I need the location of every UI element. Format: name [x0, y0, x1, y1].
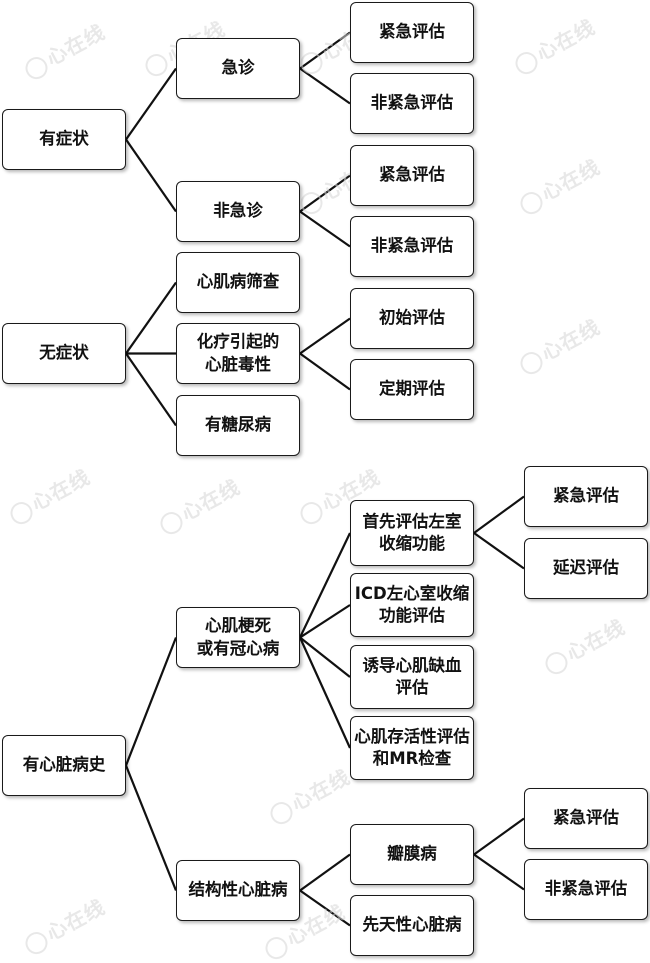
connector-line — [299, 317, 351, 355]
connector-line — [299, 67, 351, 105]
node-structural-heart-disease: 结构性心脏病 — [176, 860, 300, 921]
connector-line — [124, 637, 178, 766]
connector-line — [299, 889, 351, 927]
node-chemotherapy-cardiotoxicity: 化疗引起的 心脏毒性 — [176, 323, 300, 384]
connector-line — [125, 352, 177, 427]
connector-line — [473, 853, 525, 891]
node-initial-eval: 初始评估 — [350, 288, 474, 349]
connector-line — [125, 281, 177, 355]
node-valve-urgent-eval: 紧急评估 — [524, 788, 648, 849]
connector-line — [299, 532, 351, 638]
node-periodic-eval: 定期评估 — [350, 359, 474, 420]
connector-line — [299, 352, 351, 391]
node-diabetes: 有糖尿病 — [176, 395, 300, 456]
connector-line — [299, 210, 351, 248]
node-emergency-urgent-eval: 紧急评估 — [350, 2, 474, 63]
node-valve-nonurgent-eval: 非紧急评估 — [524, 859, 648, 920]
node-cardiomyopathy-screening: 心肌病筛查 — [176, 252, 300, 313]
node-induced-ischemia-eval: 诱导心肌缺血 评估 — [350, 645, 474, 709]
node-emergency-nonurgent-eval: 非紧急评估 — [350, 73, 474, 134]
node-nonemergency-urgent-eval: 紧急评估 — [350, 145, 474, 206]
connector-line — [298, 637, 352, 749]
node-emergency: 急诊 — [176, 38, 300, 99]
node-mi-or-cad: 心肌梗死 或有冠心病 — [176, 607, 300, 668]
connector-line — [299, 174, 351, 213]
connector-line — [125, 138, 177, 213]
node-congenital-heart-disease: 先天性心脏病 — [350, 895, 474, 956]
node-valvular-disease: 瓣膜病 — [350, 824, 474, 885]
node-lv-urgent-eval: 紧急评估 — [524, 466, 648, 527]
connector-line — [473, 532, 525, 570]
connector-line — [299, 853, 351, 892]
node-viability-and-mr: 心肌存活性评估 和MR检查 — [350, 716, 474, 780]
node-lv-delayed-eval: 延迟评估 — [524, 538, 648, 599]
node-lv-function-first: 首先评估左室 收缩功能 — [350, 500, 474, 566]
node-asymptomatic: 无症状 — [2, 323, 126, 384]
connector-line — [473, 495, 525, 534]
node-symptomatic: 有症状 — [2, 109, 126, 170]
node-nonemergency-nonurgent-eval: 非紧急评估 — [350, 216, 474, 277]
connector-line — [125, 67, 177, 141]
connector-line — [299, 31, 351, 70]
connector-line — [473, 817, 525, 856]
node-non-emergency: 非急诊 — [176, 181, 300, 242]
connector-line — [299, 636, 351, 678]
node-icd-lv-function-eval: ICD左心室收缩 功能评估 — [350, 573, 474, 637]
connector-line — [124, 765, 178, 891]
node-heart-disease-history: 有心脏病史 — [2, 735, 126, 796]
connector-line — [299, 604, 351, 639]
